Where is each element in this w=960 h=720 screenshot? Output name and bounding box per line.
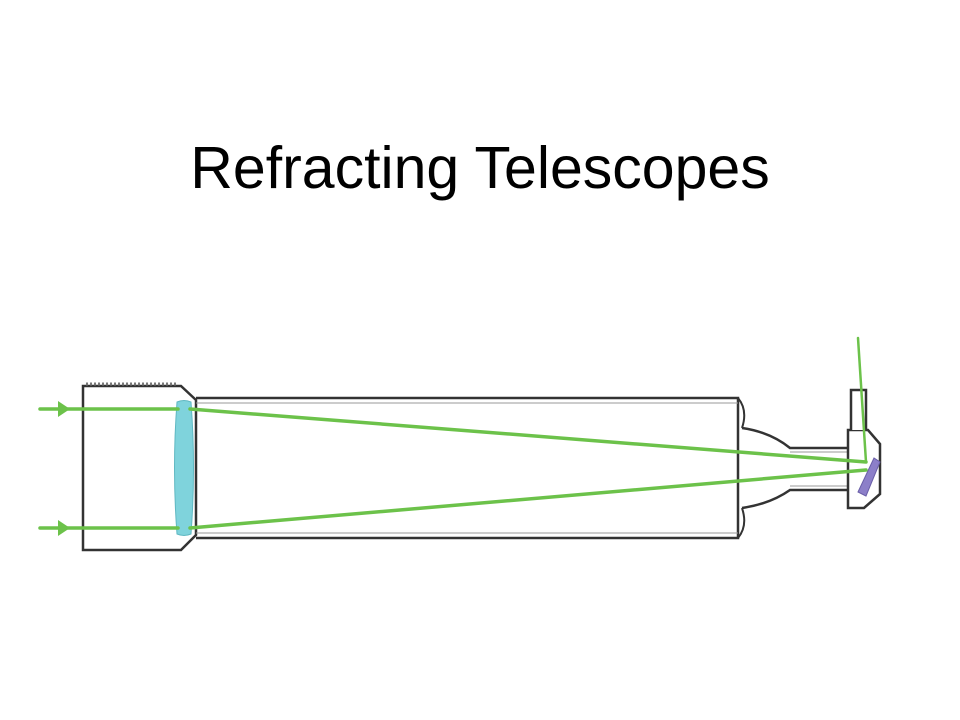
dew-shield: [81, 382, 198, 552]
objective-lens: [174, 400, 194, 536]
main-tube: [196, 396, 746, 540]
converging-ray-bottom: [188, 468, 868, 530]
exit-ray: [856, 336, 868, 464]
main-tube-end-ring: [737, 397, 746, 539]
ray-arrows: [58, 401, 70, 536]
focuser-taper-top: [741, 426, 848, 450]
dew-shield-outline: [81, 384, 198, 552]
focuser-drawtube: [741, 426, 848, 510]
arrow-icon-top: [58, 401, 70, 417]
slide-title: Refracting Telescopes: [190, 135, 770, 201]
light-rays: [38, 336, 868, 530]
arrow-icon-bottom: [58, 520, 70, 536]
diagonal-mirror: [857, 457, 881, 497]
focuser-taper-bottom: [741, 488, 848, 510]
converging-ray-top: [188, 407, 868, 464]
main-tube-outline: [196, 396, 740, 540]
